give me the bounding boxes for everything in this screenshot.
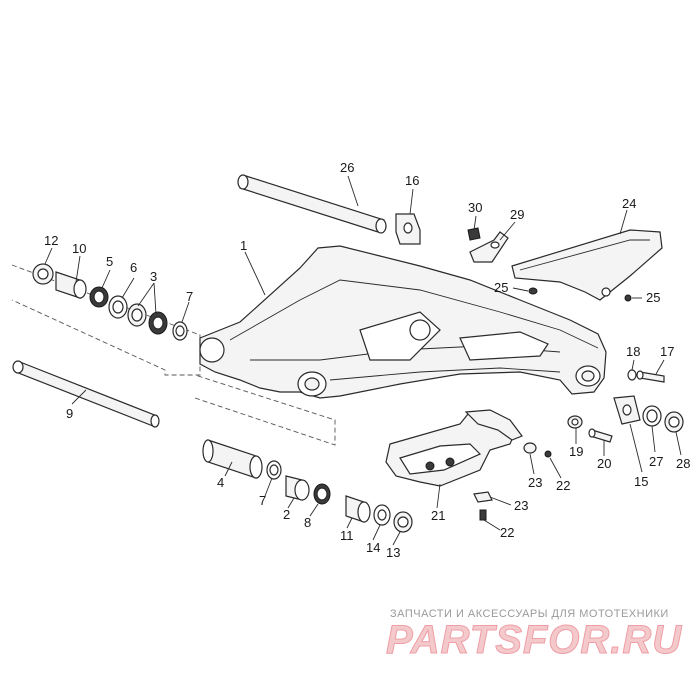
callout-30: 30 bbox=[468, 200, 482, 215]
callout-24: 24 bbox=[622, 196, 636, 211]
ring-5 bbox=[89, 286, 109, 308]
callout-25-right: 25 bbox=[646, 290, 660, 305]
callout-26: 26 bbox=[340, 160, 354, 175]
callout-5: 5 bbox=[106, 254, 113, 269]
bearing-2 bbox=[285, 475, 310, 501]
callout-10: 10 bbox=[72, 241, 86, 256]
bushing-19 bbox=[567, 415, 583, 429]
axle bbox=[12, 360, 160, 428]
ring-7-b bbox=[266, 460, 282, 480]
callout-11: 11 bbox=[340, 528, 354, 543]
grommet-23-b bbox=[473, 491, 493, 503]
callout-12: 12 bbox=[44, 233, 58, 248]
screw-22-b bbox=[479, 509, 487, 521]
chain-slider bbox=[385, 409, 523, 487]
callout-22-upper: 22 bbox=[556, 478, 570, 493]
callout-22-lower: 22 bbox=[500, 525, 514, 540]
callout-20: 20 bbox=[597, 456, 611, 471]
callout-19: 19 bbox=[569, 444, 583, 459]
callout-29: 29 bbox=[510, 207, 524, 222]
washer-18 bbox=[627, 369, 637, 381]
callout-6: 6 bbox=[130, 260, 137, 275]
callout-7-upper: 7 bbox=[186, 289, 193, 304]
callout-4: 4 bbox=[217, 475, 224, 490]
grommet-23-a bbox=[523, 442, 537, 454]
callout-7-lower: 7 bbox=[259, 493, 266, 508]
callout-labels: 1 2 3 4 5 6 7 7 8 9 10 11 12 13 14 15 16… bbox=[44, 160, 690, 560]
sleeve-4 bbox=[202, 439, 263, 479]
callout-13: 13 bbox=[386, 545, 400, 560]
callout-16: 16 bbox=[405, 173, 419, 188]
watermark-tagline: ЗАПЧАСТИ И АКСЕССУАРЫ ДЛЯ МОТОТЕХНИКИ bbox=[390, 608, 669, 620]
callout-27: 27 bbox=[649, 454, 663, 469]
chain-guard bbox=[511, 229, 663, 301]
callout-23-upper: 23 bbox=[528, 475, 542, 490]
ring-8 bbox=[313, 483, 331, 505]
alignment-box-left bbox=[11, 264, 201, 376]
callout-21: 21 bbox=[431, 508, 445, 523]
bearing-3-b bbox=[148, 311, 168, 335]
seal-13 bbox=[393, 511, 413, 533]
swingarm-frame bbox=[199, 245, 607, 399]
callout-28: 28 bbox=[676, 456, 690, 471]
screw-22-a bbox=[544, 450, 552, 458]
callout-15: 15 bbox=[634, 474, 648, 489]
washer-6 bbox=[108, 295, 128, 319]
callout-23-lower: 23 bbox=[514, 498, 528, 513]
callout-17: 17 bbox=[660, 344, 674, 359]
callout-1: 1 bbox=[240, 238, 247, 253]
chain-guide-bracket bbox=[469, 231, 509, 263]
washer-14 bbox=[373, 504, 391, 526]
callout-2: 2 bbox=[283, 507, 290, 522]
callout-3: 3 bbox=[150, 269, 157, 284]
bushing-11 bbox=[345, 495, 371, 523]
spacer-block bbox=[395, 213, 421, 245]
bushing-10 bbox=[55, 271, 87, 299]
callout-18: 18 bbox=[626, 344, 640, 359]
washer-27 bbox=[642, 405, 662, 427]
pivot-tube bbox=[237, 174, 387, 234]
callout-14: 14 bbox=[366, 540, 380, 555]
bolt-25-b bbox=[624, 294, 632, 302]
callout-25-left: 25 bbox=[494, 280, 508, 295]
bolt-17 bbox=[636, 370, 665, 383]
bracket-nut bbox=[467, 227, 481, 241]
bearing-3-a bbox=[127, 303, 147, 327]
callout-9: 9 bbox=[66, 406, 73, 421]
adjuster-block-15 bbox=[613, 395, 641, 425]
leader-lines bbox=[44, 175, 682, 546]
seal-28 bbox=[664, 411, 684, 433]
bolt-20 bbox=[588, 428, 613, 443]
watermark-logo: PARTSFOR.RU bbox=[385, 618, 683, 663]
ring-7-a bbox=[172, 321, 188, 341]
bolt-25-a bbox=[528, 287, 538, 295]
alignment-box-lower bbox=[194, 374, 336, 446]
seal-12 bbox=[32, 263, 54, 285]
callout-8: 8 bbox=[304, 515, 311, 530]
